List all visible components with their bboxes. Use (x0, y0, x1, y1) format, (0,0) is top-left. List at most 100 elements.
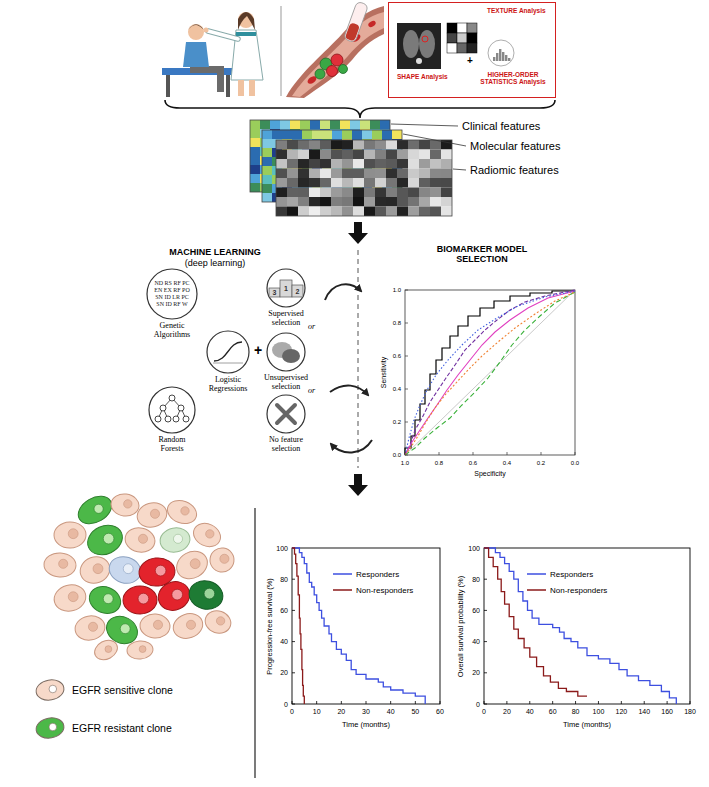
cell-nucleus (105, 646, 112, 653)
cell-nucleus (190, 559, 200, 569)
cell-body (110, 492, 140, 517)
tumor-cell (339, 65, 348, 74)
analysis-label: HIGHER-ORDER STATISTICS Analysis (473, 71, 553, 85)
matrix-cell (309, 207, 320, 217)
matrix-cell (298, 188, 309, 198)
matrix-cell (342, 159, 353, 169)
cell-body (158, 525, 192, 554)
doctor-arm (208, 31, 238, 39)
matrix-cell (331, 188, 342, 198)
tube-glass (344, 1, 369, 43)
ct-lesion (422, 36, 428, 42)
tick-label: 50 (411, 708, 419, 715)
letter-grid: ND RS RF PC EN EX RF PO SN ID LR PC SN I… (152, 280, 192, 308)
cell-body (123, 525, 157, 555)
matrix-cell (364, 178, 375, 188)
matrix-cell (309, 159, 320, 169)
tick-label: 0.2 (537, 460, 545, 466)
tick-mark (541, 452, 542, 455)
icon-caption: Unsupervised selection (261, 374, 311, 392)
texture-grid-cell (447, 43, 457, 53)
matrix-cell (386, 207, 397, 217)
matrix-cell (350, 120, 360, 129)
ct-lung (403, 30, 419, 58)
circle-outline (207, 331, 249, 373)
tree-node (183, 416, 189, 422)
tick-label: 60 (280, 607, 288, 614)
cell-nucleus (49, 723, 57, 731)
matrix-cell (309, 140, 320, 150)
section-heading: BIOMARKER MODEL SELECTION (432, 244, 532, 264)
matrix-cell (375, 150, 386, 160)
cycle-arrow (331, 440, 372, 453)
matrix-border (276, 140, 452, 216)
tick-mark (473, 452, 474, 455)
matrix-cell (419, 169, 430, 179)
patient-head (188, 24, 204, 40)
matrix-cell (364, 197, 375, 207)
method-icon: Unsupervised selection (254, 332, 318, 392)
matrix-cell (419, 140, 430, 150)
cell-body (172, 546, 213, 584)
podium-block (269, 288, 280, 297)
matrix-cell (419, 150, 430, 160)
roc-curve (405, 290, 575, 455)
matrix-cell (322, 130, 332, 139)
matrix-cell (250, 138, 260, 147)
pfs-frame (292, 548, 440, 704)
cell-body (186, 578, 225, 613)
tick-mark (621, 701, 622, 704)
matrix-cell (360, 120, 370, 129)
roc-chart (405, 290, 575, 455)
ct-lung (419, 30, 435, 58)
tree-node (160, 405, 166, 411)
patient-legs (190, 66, 224, 92)
texture-grid-cell (457, 23, 467, 33)
matrix-cell (430, 188, 441, 198)
survival-curve (292, 548, 304, 704)
matrix-cell (309, 150, 320, 160)
cell-body (34, 716, 65, 741)
method-icon: ND RS RF PC EN EX RF PO SN ID LR PC SN I… (140, 268, 204, 340)
matrix-cell (419, 188, 430, 198)
legend-text: Non-responders (550, 586, 607, 595)
tick-label: 20 (337, 708, 345, 715)
tick-label: 0.2 (393, 419, 401, 425)
cell-nucleus (124, 500, 132, 508)
matrix-cell (292, 130, 302, 139)
matrix-cell (320, 140, 331, 150)
axis-title: Time (months) (563, 720, 611, 729)
matrix-cell (364, 140, 375, 150)
matrix-cell (270, 120, 280, 129)
circle-outline (147, 269, 197, 319)
legend-line-sample (527, 589, 546, 591)
tree-node (155, 416, 161, 422)
tree-node (173, 416, 179, 422)
vessel-lumen (292, 12, 384, 97)
tick-label: 0.0 (571, 460, 579, 466)
tick-mark (484, 610, 487, 611)
legend-text: EGFR sensitive clone (72, 684, 173, 696)
matrix-cell (430, 150, 441, 160)
cell-nucleus (68, 529, 78, 539)
patient-hair (188, 25, 204, 31)
leader-line (453, 169, 466, 170)
tick-mark (484, 641, 487, 642)
ct-scan (397, 23, 441, 69)
cycle-arrow (325, 284, 361, 300)
survival-curve (292, 548, 425, 704)
podium-block (292, 285, 303, 297)
tick-mark (440, 701, 441, 704)
tick-mark (292, 641, 295, 642)
matrix-cell (320, 159, 331, 169)
tick-mark (366, 701, 367, 704)
feature-label: Clinical features (462, 120, 540, 132)
method-icon: Random Forests (140, 386, 204, 454)
tree-node (178, 405, 184, 411)
method-icon: Logistic Regressions (196, 330, 260, 394)
tick-label: 100 (593, 708, 605, 715)
axis-title: Progression-free survival (%) (264, 578, 273, 675)
matrix-cell (276, 207, 287, 217)
matrix-cell (287, 188, 298, 198)
